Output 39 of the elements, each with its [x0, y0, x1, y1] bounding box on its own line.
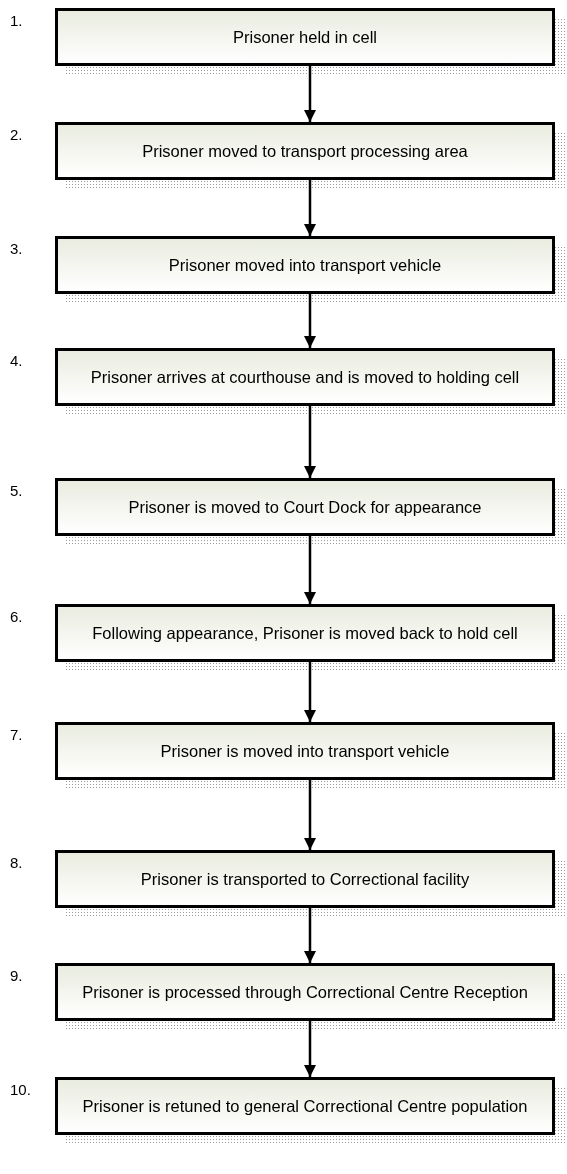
step-number: 2. — [10, 126, 23, 143]
step-text: Prisoner is moved into transport vehicle — [160, 741, 450, 761]
step-number: 8. — [10, 854, 23, 871]
step-text: Prisoner is moved to Court Dock for appearance — [128, 497, 482, 517]
step-text: Prisoner held in cell — [233, 27, 377, 47]
step-text: Prisoner moved to transport processing area — [142, 141, 468, 161]
step-text: Following appearance, Prisoner is moved back to hold cell — [92, 623, 518, 643]
process-box — [55, 122, 555, 180]
arrow — [303, 536, 317, 604]
process-box — [55, 604, 555, 662]
arrow — [303, 1021, 317, 1077]
arrow — [303, 294, 317, 348]
process-box — [55, 8, 555, 66]
step-number: 1. — [10, 12, 23, 29]
arrow — [303, 662, 317, 722]
step-number: 6. — [10, 608, 23, 625]
process-box — [55, 236, 555, 294]
step-number: 9. — [10, 967, 23, 984]
step-text: Prisoner moved into transport vehicle — [168, 255, 442, 275]
process-box — [55, 850, 555, 908]
step-text: Prisoner is retuned to general Correctional Centre population — [82, 1096, 528, 1116]
arrow — [303, 66, 317, 122]
step-number: 10. — [10, 1081, 31, 1098]
process-box — [55, 963, 555, 1021]
process-box — [55, 348, 555, 406]
process-box — [55, 722, 555, 780]
step-text: Prisoner is processed through Correctional Centre Reception — [82, 982, 528, 1002]
arrow — [303, 780, 317, 850]
step-number: 5. — [10, 482, 23, 499]
process-box — [55, 478, 555, 536]
arrow — [303, 908, 317, 963]
arrow — [303, 180, 317, 236]
step-number: 3. — [10, 240, 23, 257]
arrow — [303, 406, 317, 478]
step-number: 4. — [10, 352, 23, 369]
step-text: Prisoner is transported to Correctional facility — [140, 869, 470, 889]
process-box — [55, 1077, 555, 1135]
step-text: Prisoner arrives at courthouse and is moved to holding cell — [90, 367, 520, 387]
step-number: 7. — [10, 726, 23, 743]
